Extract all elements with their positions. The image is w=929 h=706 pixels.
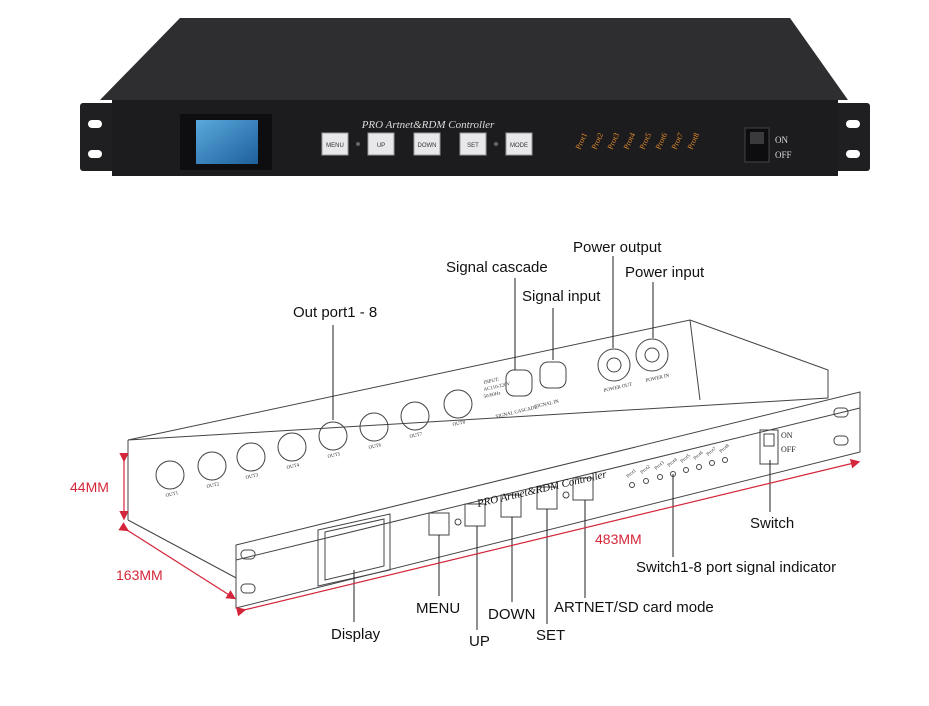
rear-out8: OUT8 [452,420,466,428]
dimension-depth: 163MM [116,567,163,583]
rear-power-out: POWER OUT [603,383,632,394]
rear-out3: OUT3 [245,473,259,481]
power-switch-rocker [750,132,764,144]
label-signal-input: Signal input [522,288,601,305]
rack-hole [88,150,102,158]
rear-out6: OUT6 [368,443,382,451]
rack-hole [846,120,860,128]
signal-cascade-connector [505,369,533,397]
xlr-out7 [400,401,430,431]
menu-button [321,132,349,156]
rear-input-spec-3: 50/60Hz [483,391,502,400]
dimension-width: 483MM [595,531,642,547]
down-button-label: DOWN [418,143,437,149]
dimension-height: 44MM [70,479,109,495]
rack-hole [88,120,102,128]
rear-connectors [155,338,669,490]
top-device-title: PRO Artnet&RDM Controller [361,119,495,131]
label-signal-cascade: Signal cascade [446,259,548,276]
set-button-label: SET [467,143,479,149]
diagram-switch-on: ON [781,431,793,440]
set-button [459,132,487,156]
rear-right-edge [689,319,701,401]
up-button [367,132,395,156]
rear-signal-in: SIGNAL IN [534,399,560,410]
depth-dimension-line [118,522,237,600]
switch-on-label: ON [775,135,788,145]
xlr-out6 [359,412,389,442]
front-port-7: Prot7 [706,446,718,457]
switch-rocker [763,433,775,447]
width-dimension-line [235,459,861,617]
front-port-8: Prot8 [719,443,731,454]
rear-out4: OUT4 [286,463,300,471]
led-dot [494,142,498,146]
power-in-connector [635,338,669,372]
device-top-surface [100,18,848,100]
rear-input-spec-1: INPUT: [483,378,500,386]
xlr-out5 [318,421,348,451]
label-up: UP [469,633,490,650]
led-dot [356,142,360,146]
xlr-out3 [236,442,266,472]
label-down: DOWN [488,606,536,623]
mode-button-label: MODE [510,143,528,149]
front-port-5: Prot5 [680,453,692,464]
label-artnet-mode: ARTNET/SD card mode [554,599,714,616]
rack-hole [833,435,849,446]
power-out-inner [606,357,622,373]
top-device: PRO Artnet&RDM Controller MENU UP DOWN S… [80,18,870,176]
label-power-output: Power output [573,239,662,256]
rear-out7: OUT7 [409,432,423,440]
display-screen [196,120,258,164]
rear-out2: OUT2 [206,482,220,490]
rear-power-in: POWER IN [645,374,670,384]
rear-top-edge [127,319,829,441]
label-menu: MENU [416,600,460,617]
label-display: Display [331,626,381,643]
label-set: SET [536,627,565,644]
top-buttons: MENU UP DOWN SET MODE [321,132,533,156]
label-indicator: Switch1-8 port signal indicator [636,559,836,576]
diagram-switch-off: OFF [781,445,796,454]
down-button [413,132,441,156]
xlr-out1 [155,460,185,490]
xlr-out8 [443,389,473,419]
rear-out5: OUT5 [327,452,341,460]
xlr-out4 [277,432,307,462]
mode-button [505,132,533,156]
label-power-input: Power input [625,264,705,281]
power-in-inner [644,347,660,363]
rear-out1: OUT1 [165,491,179,499]
power-out-connector [597,348,631,382]
menu-button-label: MENU [326,143,344,149]
rear-input-spec-2: AC110-220V [483,382,511,393]
front-port-6: Prot6 [693,450,705,461]
xlr-out2 [197,451,227,481]
rack-hole [846,150,860,158]
rear-signal-cascade: SIGNAL CASCADE [495,405,538,419]
switch-off-label: OFF [775,150,792,160]
signal-in-connector [539,361,567,389]
dimension-lines [118,452,861,617]
label-switch: Switch [750,515,794,532]
label-out-ports: Out port1 - 8 [293,304,377,321]
up-button-label: UP [377,143,385,149]
rack-hole [833,407,849,418]
